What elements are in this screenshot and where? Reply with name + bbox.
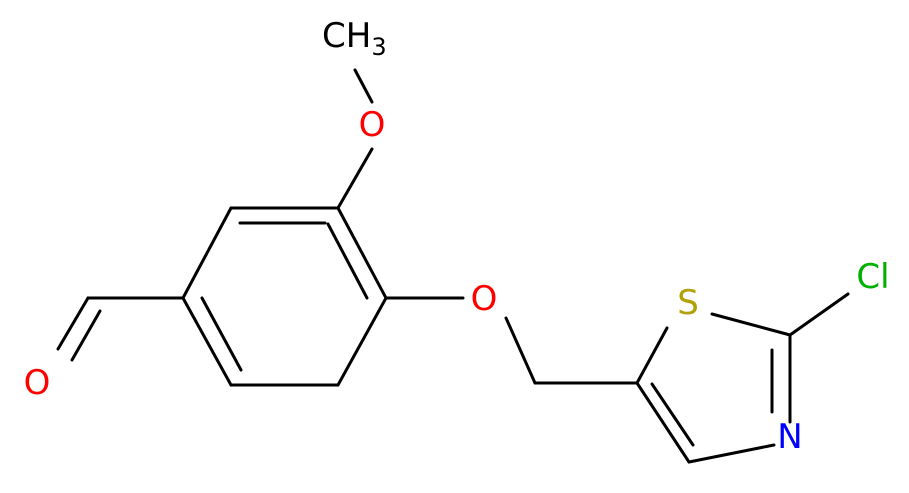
bond-ring-6	[336, 206, 388, 300]
bond-methoxy-och3	[353, 68, 374, 104]
atom-labels: CH3 O O O S Cl N	[24, 16, 890, 457]
bond-ring-3-inner	[200, 296, 243, 372]
bond-aldehyde-co-2	[70, 309, 102, 362]
bond-thiazole-s-c2	[710, 312, 792, 337]
bond-methoxy-co	[336, 147, 374, 210]
bond-ring-6-inner	[326, 222, 369, 300]
bond-ring-3	[181, 296, 233, 387]
bond-thiazole-c5-s	[635, 326, 669, 385]
methyl-label: CH3	[322, 16, 387, 61]
methoxy-oxygen-label: O	[359, 105, 386, 145]
bond-thiazole-c2-cl	[788, 292, 850, 337]
bond-ether-och2	[504, 316, 537, 385]
bond-thiazole-c4-c5	[635, 381, 691, 464]
bond-thiazole-c4-c5-inner	[650, 382, 695, 447]
aldehyde-oxygen-label: O	[24, 363, 51, 403]
nitrogen-label: N	[777, 417, 802, 457]
bond-aldehyde-co-1	[56, 296, 90, 351]
bonds	[56, 68, 850, 464]
bond-ring-2	[181, 206, 233, 300]
sulfur-label: S	[677, 283, 699, 323]
bond-ring-5	[336, 296, 388, 387]
chlorine-label: Cl	[856, 257, 889, 297]
ether-oxygen-label: O	[471, 279, 498, 319]
bond-thiazole-n-c4	[687, 443, 776, 464]
